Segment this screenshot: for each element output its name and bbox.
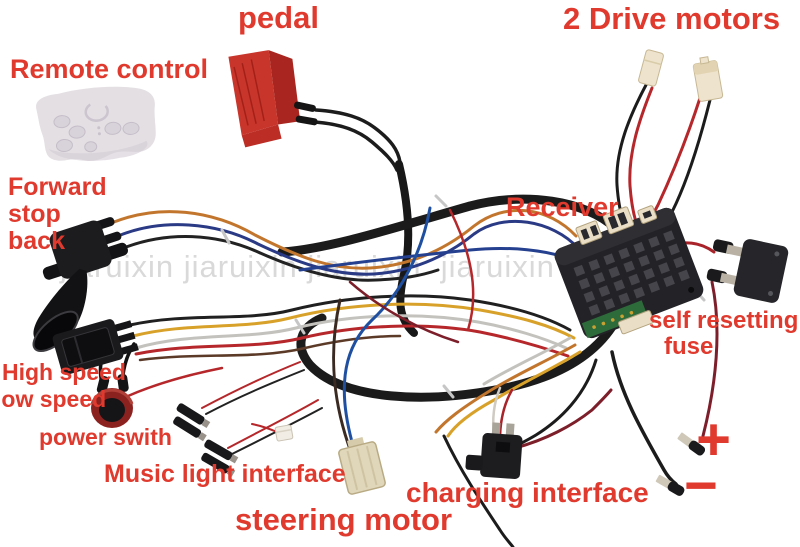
battery-negative-terminal — [655, 474, 685, 496]
label-charging-interface: charging interface — [406, 477, 649, 508]
label-remote-control: Remote control — [10, 54, 209, 84]
label-plus-terminal: + — [696, 406, 732, 473]
receiver-control-box — [554, 205, 704, 339]
wiring-harness — [98, 83, 719, 547]
label-stop: stop — [8, 200, 61, 228]
label-drive-motors: 2 Drive motors — [563, 1, 781, 36]
label-high-speed: High speed — [2, 359, 126, 385]
music-light-connectors — [173, 403, 239, 477]
label-low-speed: low speed — [0, 386, 107, 412]
speed-rocker-switch — [52, 319, 139, 375]
label-fuse: fuse — [664, 333, 714, 360]
mini-connector — [274, 424, 294, 442]
label-steering-motor: steering motor — [235, 502, 453, 537]
label-pedal: pedal — [238, 0, 319, 35]
foot-pedal — [228, 50, 318, 148]
power-push-button — [90, 373, 134, 428]
label-back: back — [8, 227, 65, 255]
label-receiver: Receiver — [506, 192, 619, 222]
label-minus-terminal: − — [684, 453, 718, 518]
gear-shifter — [32, 217, 128, 352]
label-music-light-interface: Music light interface — [104, 460, 346, 488]
charging-connector — [465, 422, 523, 480]
steering-motor-connector — [338, 436, 386, 495]
label-power-switch: power swith — [39, 424, 172, 450]
drive-motor-connector-right — [692, 56, 724, 102]
self-resetting-fuse — [706, 239, 789, 303]
label-forward: Forward — [8, 173, 107, 201]
battery-positive-terminal — [677, 432, 706, 456]
remote-control — [36, 86, 156, 161]
drive-motor-connector-left — [638, 49, 664, 87]
label-self-resetting: self resetting — [649, 307, 799, 334]
